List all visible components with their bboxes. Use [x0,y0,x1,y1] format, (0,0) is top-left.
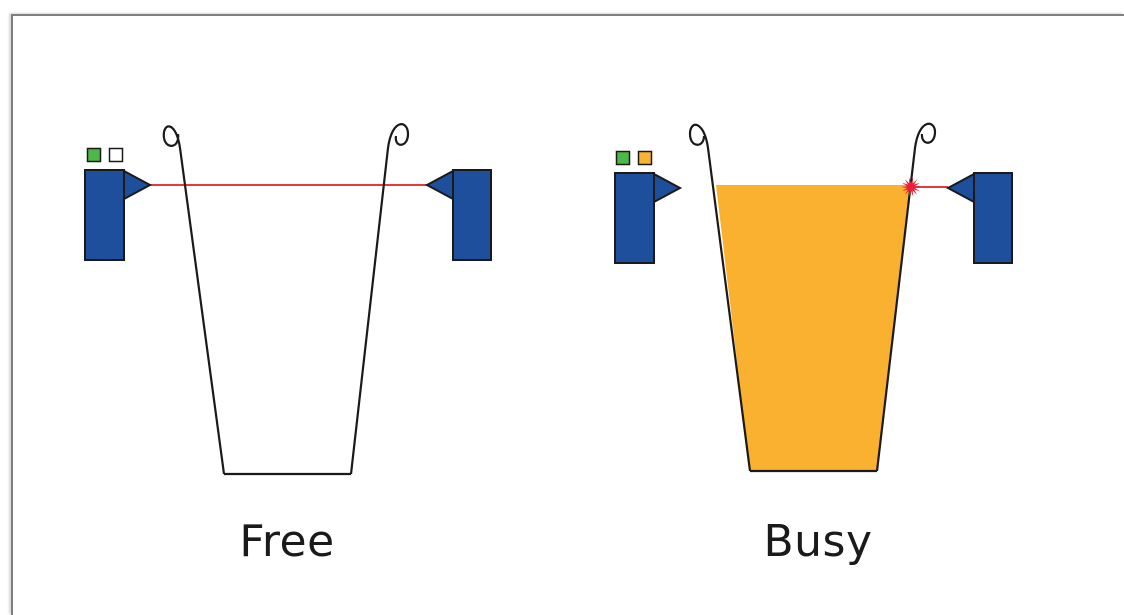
beam-interruption-burst [901,177,921,197]
free-power-indicator [86,147,102,163]
busy-power-indicator [615,150,631,166]
free-container [162,123,410,476]
busy-status-indicator [637,150,653,166]
busy-emitter-sensor [614,172,683,264]
busy-receiver-sensor [945,172,1013,264]
burst-star [901,177,921,197]
free-status-indicator [108,147,124,163]
diagram-frame [11,14,1124,615]
busy-container [688,122,937,473]
free-panel [84,123,492,476]
busy-container-fill [716,185,910,471]
free-emitter-sensor [84,169,153,261]
free-receiver-sensor [424,169,492,261]
busy-label: Busy [763,516,873,567]
busy-panel [614,122,1013,473]
free-label: Free [239,516,335,567]
